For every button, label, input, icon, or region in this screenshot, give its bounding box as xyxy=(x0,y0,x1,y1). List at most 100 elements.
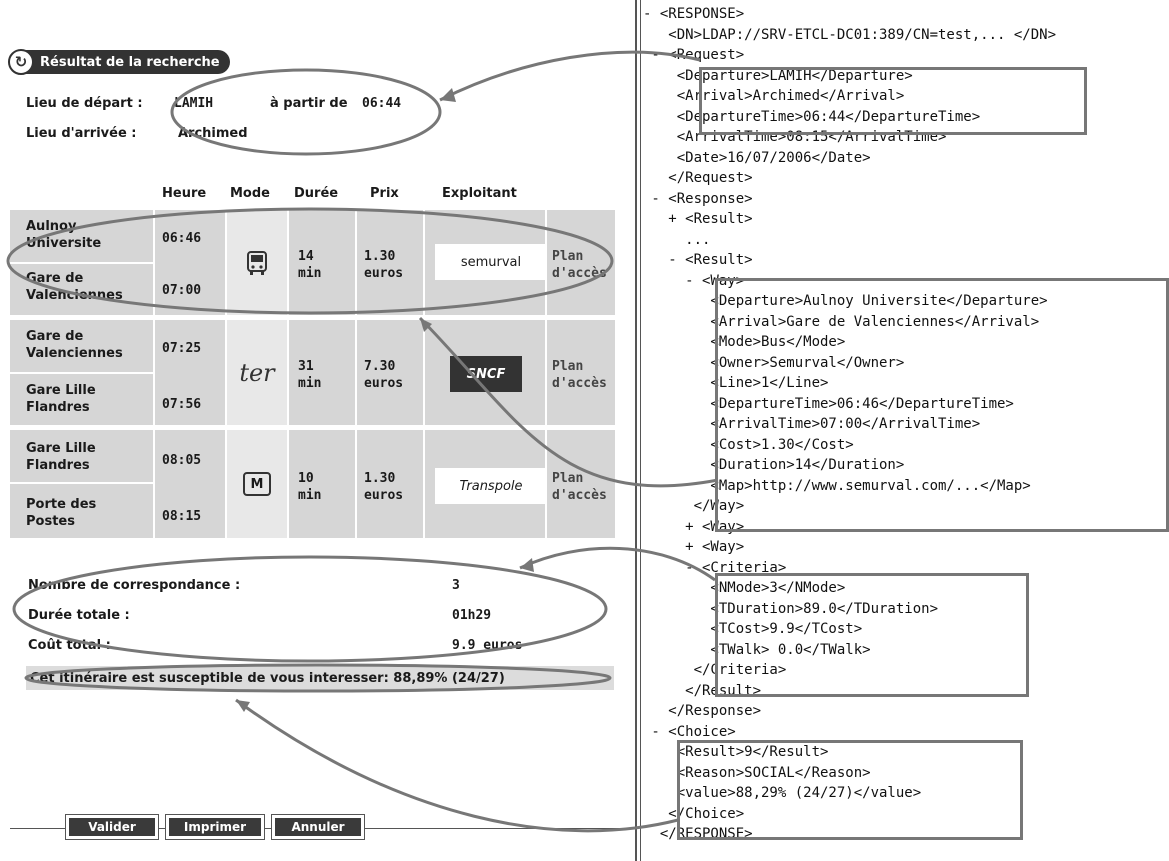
map-link[interactable]: Plan d'accès xyxy=(552,359,607,391)
leg-price: 1.30 euros xyxy=(364,249,404,281)
leg-to-time: 07:00 xyxy=(162,283,202,298)
from-label: à partir de xyxy=(270,96,348,111)
xml-line: </Way> xyxy=(643,498,745,514)
xml-line: <DepartureTime>06:44</DepartureTime> xyxy=(643,108,981,125)
xml-line[interactable]: - <Result> xyxy=(643,252,753,268)
xml-line: <TWalk> 0.0</TWalk> xyxy=(643,641,871,658)
leg-from-stop: Gare Lille Flandres xyxy=(26,441,96,473)
leg-from-stop: Aulnoy Universite xyxy=(26,219,102,251)
print-button[interactable]: Imprimer xyxy=(165,814,265,840)
column-header-heure: Heure xyxy=(162,186,207,201)
xml-line: <Duration>14</Duration> xyxy=(643,457,905,473)
leg-from-time: 06:46 xyxy=(162,231,202,246)
validate-button[interactable]: Valider xyxy=(65,814,159,840)
leg-from-time: 08:05 xyxy=(162,453,202,468)
result-title: Résultat de la recherche xyxy=(40,54,220,70)
panel-divider xyxy=(640,0,641,861)
xml-line: <TDuration>89.0</TDuration> xyxy=(643,600,939,617)
criteria-highlight-box xyxy=(715,573,1029,697)
mode-cell: M xyxy=(227,430,287,538)
leg-from-stop: Gare de Valenciennes xyxy=(26,329,123,361)
leg-row-3: M Gare Lille Flandres 08:05 Porte des Po… xyxy=(10,430,615,538)
leg-to-time: 07:56 xyxy=(162,397,202,412)
request-highlight-box xyxy=(699,67,1087,135)
total-duration-label: Durée totale : xyxy=(28,608,130,623)
xml-line: <DepartureTime>06:46</DepartureTime> xyxy=(643,395,1014,412)
xml-line: <DN>LDAP://SRV-ETCL-DC01:389/CN=test,...… xyxy=(643,26,1057,43)
xml-line[interactable]: + <Way> xyxy=(643,539,745,555)
xml-line[interactable]: - <Request> xyxy=(643,47,745,63)
column-header-prix: Prix xyxy=(370,186,399,201)
xml-line: <NMode>3</NMode> xyxy=(643,580,846,596)
xml-line: <Date>16/07/2006</Date> xyxy=(643,149,871,166)
total-duration-value: 01h29 xyxy=(452,608,492,623)
operator-name: SNCF xyxy=(466,366,506,382)
xml-line[interactable]: - <RESPONSE> xyxy=(643,6,745,22)
xml-line: <Cost>1.30</Cost> xyxy=(643,436,854,453)
mode-cell: ter xyxy=(227,320,287,425)
refresh-arrow-icon: ↻ xyxy=(8,49,34,75)
operator-name: Transpole xyxy=(459,478,523,494)
xml-line: <Line>1</Line> xyxy=(643,375,829,391)
total-cost-label: Coût total : xyxy=(28,638,111,653)
xml-line: <Owner>Semurval</Owner> xyxy=(643,354,905,371)
cancel-button[interactable]: Annuler xyxy=(271,814,365,840)
leg-row-1: Aulnoy Universite 06:46 Gare de Valencie… xyxy=(10,210,615,315)
arrival-label: Lieu d'arrivée : xyxy=(26,126,137,141)
column-header-duree: Durée xyxy=(294,186,339,201)
leg-to-stop: Porte des Postes xyxy=(26,497,97,529)
column-header-exploitant: Exploitant xyxy=(442,186,517,201)
xml-line: <Departure>LAMIH</Departure> xyxy=(643,67,913,84)
choice-highlight-box xyxy=(677,740,1023,840)
xml-line: <Reason>SOCIAL</Reason> xyxy=(643,764,871,781)
xml-response-panel: - <RESPONSE> <DN>LDAP://SRV-ETCL-DC01:38… xyxy=(643,0,1169,861)
xml-line[interactable]: + <Result> xyxy=(643,211,753,227)
leg-to-time: 08:15 xyxy=(162,509,202,524)
map-link[interactable]: Plan d'accès xyxy=(552,471,607,503)
way-highlight-box xyxy=(715,278,1169,532)
xml-line[interactable]: - <Response> xyxy=(643,190,753,207)
departure-label: Lieu de départ : xyxy=(26,96,143,111)
leg-to-stop: Gare de Valenciennes xyxy=(26,271,123,303)
ter-train-icon: ter xyxy=(239,358,275,387)
column-header-mode: Mode xyxy=(230,186,270,201)
xml-line: </Choice> xyxy=(643,805,745,822)
leg-duration: 14 min xyxy=(298,249,322,281)
mode-cell xyxy=(227,210,287,315)
from-time-value: 06:44 xyxy=(362,96,402,111)
transfers-label: Nombre de correspondance : xyxy=(28,578,241,593)
result-title-badge: ↻ Résultat de la recherche xyxy=(8,49,230,75)
xml-line: </Response> xyxy=(643,703,762,719)
interest-text: Cet itinéraire est susceptible de vous i… xyxy=(30,670,505,686)
leg-from-time: 07:25 xyxy=(162,341,202,356)
metro-icon: M xyxy=(243,472,271,496)
operator-logo-semurval: semurval xyxy=(435,244,547,280)
bus-icon xyxy=(247,250,267,275)
operator-name: semurval xyxy=(460,254,522,270)
interest-banner: Cet itinéraire est susceptible de vous i… xyxy=(26,666,614,690)
xml-line: <ArrivalTime>07:00</ArrivalTime> xyxy=(643,416,981,432)
xml-line: <Map>http://www.semurval.com/...</Map> xyxy=(643,477,1031,494)
leg-row-2: ter Gare de Valenciennes 07:25 Gare Lill… xyxy=(10,320,615,425)
arrival-value: Archimed xyxy=(178,126,248,141)
xml-line: <value>88,29% (24/27)</value> xyxy=(643,785,922,801)
leg-to-stop: Gare Lille Flandres xyxy=(26,383,96,415)
xml-line: ... xyxy=(643,231,711,248)
leg-duration: 31 min xyxy=(298,359,322,391)
departure-value: LAMIH xyxy=(174,96,214,111)
operator-logo-transpole: Transpole xyxy=(435,468,547,504)
xml-line: </Request> xyxy=(643,170,753,186)
xml-line: <Arrival>Gare de Valenciennes</Arrival> xyxy=(643,313,1040,330)
xml-line: <Departure>Aulnoy Universite</Departure> xyxy=(643,293,1048,309)
map-link[interactable]: Plan d'accès xyxy=(552,249,607,281)
transfers-value: 3 xyxy=(452,578,460,593)
xml-line: <TCost>9.9</TCost> xyxy=(643,621,863,637)
leg-price: 1.30 euros xyxy=(364,471,404,503)
leg-duration: 10 min xyxy=(298,471,322,503)
operator-logo-sncf: SNCF xyxy=(450,356,522,392)
total-cost-value: 9.9 euros xyxy=(452,638,523,653)
xml-line: <Result>9</Result> xyxy=(643,744,829,760)
search-result-panel: ↻ Résultat de la recherche Lieu de dépar… xyxy=(8,0,637,861)
xml-line: <Arrival>Archimed</Arrival> xyxy=(643,88,905,104)
xml-line: <Mode>Bus</Mode> xyxy=(643,334,846,350)
